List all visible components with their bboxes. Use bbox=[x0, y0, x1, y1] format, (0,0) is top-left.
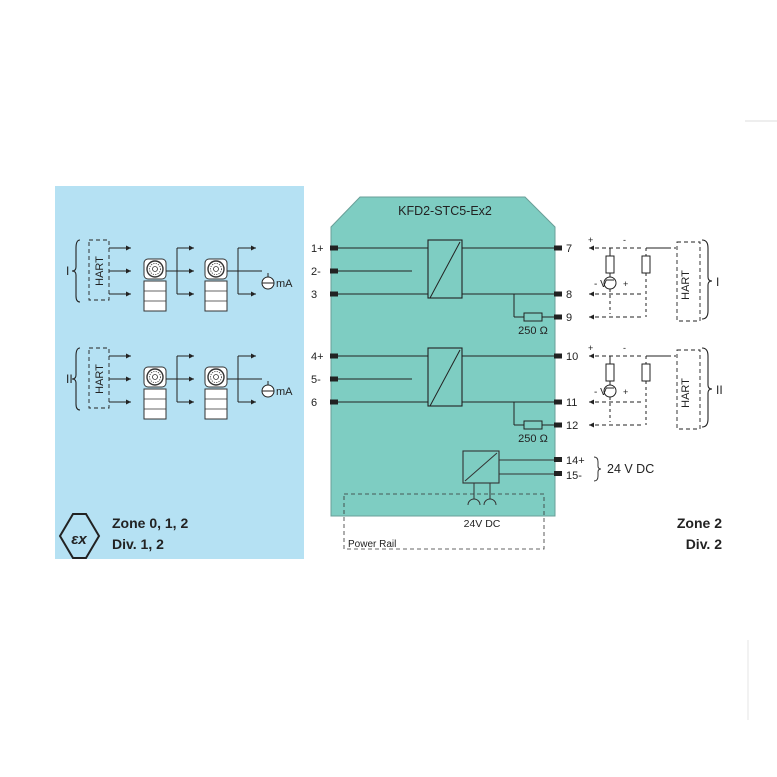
source-plus: + bbox=[588, 235, 593, 245]
source-v-label: - V bbox=[594, 279, 607, 290]
terminal-15: 15- bbox=[566, 470, 582, 482]
ammeter-label: mA bbox=[276, 278, 293, 290]
output-terminal-12: 12 bbox=[566, 420, 578, 432]
source-v-label: - V bbox=[594, 387, 607, 398]
power-supply-block bbox=[462, 450, 562, 506]
channel-brace-left bbox=[71, 347, 81, 411]
input-terminal-5: 5- bbox=[311, 374, 321, 386]
output-terminal-11: 11 bbox=[566, 397, 577, 409]
hart-label-left: HART bbox=[94, 364, 106, 394]
hart-box-right bbox=[676, 349, 701, 430]
source-plus: + bbox=[588, 343, 593, 353]
hart-box-left bbox=[88, 239, 110, 301]
channel-numeral-right: II bbox=[716, 383, 723, 397]
source-resistor bbox=[605, 255, 615, 274]
isolator-icon bbox=[427, 239, 463, 299]
terminal-14: 14+ bbox=[566, 455, 585, 467]
resistor-label: 250 Ω bbox=[518, 433, 548, 445]
output-terminal-10: 10 bbox=[566, 351, 578, 363]
power-rail-label: Power Rail bbox=[348, 539, 396, 550]
power-rail-box bbox=[343, 493, 545, 550]
device-model: KFD2-STC5-Ex2 bbox=[398, 204, 492, 218]
transmitter-icon bbox=[143, 258, 167, 312]
input-terminal-1: 1+ bbox=[311, 243, 324, 255]
output-terminal-9: 9 bbox=[566, 312, 572, 324]
supply-brace bbox=[593, 456, 602, 482]
output-terminal-8: 8 bbox=[566, 289, 572, 301]
channel-brace-right bbox=[701, 347, 713, 428]
hart-label-right: HART bbox=[680, 378, 692, 408]
channel-brace-right bbox=[701, 239, 713, 320]
supply-voltage: 24 V DC bbox=[607, 462, 654, 476]
load-resistor bbox=[641, 363, 651, 382]
hart-label-right: HART bbox=[680, 270, 692, 300]
hart-box-left bbox=[88, 347, 110, 409]
transmitter-icon bbox=[204, 258, 228, 312]
transmitter-icon bbox=[143, 366, 167, 420]
transmitter-icon bbox=[204, 366, 228, 420]
channel-1: I HART mA 1+ 2- 3 250 Ω 7 8 9 + - V + - HART I bbox=[66, 235, 719, 337]
output-terminal-7: 7 bbox=[566, 243, 572, 255]
ex-mark-icon: εx bbox=[58, 513, 101, 559]
input-terminal-6: 6 bbox=[311, 397, 317, 409]
resistor-label: 250 Ω bbox=[518, 325, 548, 337]
source-minus: - bbox=[623, 235, 626, 245]
input-terminal-2: 2- bbox=[311, 266, 321, 278]
load-plus-mid: + bbox=[623, 279, 628, 289]
source-resistor bbox=[605, 363, 615, 382]
channel-2: II HART mA 4+ 5- 6 250 Ω 10 11 12 + - V + - HART II bbox=[66, 343, 723, 445]
hart-box-right bbox=[676, 241, 701, 322]
zone-left-1: Zone 0, 1, 2 bbox=[112, 515, 188, 531]
load-resistor bbox=[641, 255, 651, 274]
channel-brace-left bbox=[71, 239, 81, 303]
channel-numeral-right: I bbox=[716, 275, 719, 289]
ammeter-icon bbox=[261, 273, 275, 290]
zone-right-1: Zone 2 bbox=[677, 515, 722, 531]
zone-left-2: Div. 1, 2 bbox=[112, 536, 164, 552]
zone-right-2: Div. 2 bbox=[686, 536, 723, 552]
load-plus-mid: + bbox=[623, 387, 628, 397]
ammeter-icon bbox=[261, 381, 275, 398]
isolator-icon bbox=[427, 347, 463, 407]
input-terminal-4: 4+ bbox=[311, 351, 324, 363]
channel-numeral-left: II bbox=[66, 372, 73, 386]
channel-numeral-left: I bbox=[66, 264, 69, 278]
rail-voltage: 24V DC bbox=[464, 518, 501, 530]
hart-label-left: HART bbox=[94, 256, 106, 286]
ammeter-label: mA bbox=[276, 386, 293, 398]
source-minus: - bbox=[623, 343, 626, 353]
input-terminal-3: 3 bbox=[311, 289, 317, 301]
svg-text:εx: εx bbox=[71, 531, 87, 548]
hazardous-area bbox=[55, 186, 304, 559]
